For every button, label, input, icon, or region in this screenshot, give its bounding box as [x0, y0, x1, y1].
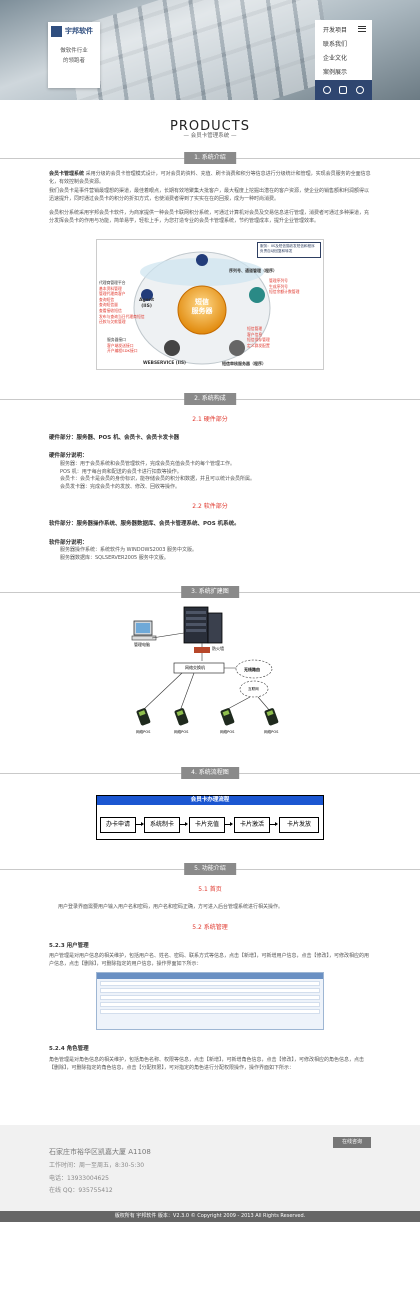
software-title: 2.2 软件部分: [192, 503, 228, 510]
network-graphic: [131, 606, 279, 726]
footer: 石家庄市裕华区凯嘉大厦 A1108 工作时间：周一至周五，8:30-5:30 电…: [0, 1125, 420, 1211]
software-line: 软件部分：服务器操作系统、服务器数据库、会员卡管理系统、POS 机系统。: [49, 521, 240, 527]
sms-audit-function-list: 短信管理 客户信息 短信保存管理 定义群发配置: [247, 326, 270, 348]
page-title: PRODUCTS: [170, 119, 250, 134]
software-desc: 服务器操作系统：系统软件为 WINDOWS2003 服务中文版。 服务器数据库：…: [60, 547, 197, 561]
function-title-system: 5.2 系统管理: [192, 924, 228, 931]
serial-function-list: 管理序列号 生成序列号 短信余额计数管理: [269, 278, 300, 295]
flow-step-5: 卡片发放: [279, 817, 319, 833]
page-subtitle: — 会员卡管理系统 —: [183, 133, 237, 139]
user-mgmt-title: 5.2.3 用户管理: [49, 943, 89, 949]
qq-icon[interactable]: [355, 86, 364, 94]
footer-qq: 在线 QQ：935755412: [49, 1187, 113, 1194]
screenshot-toolbar: [97, 973, 323, 979]
logo-icon: [51, 25, 62, 37]
intro-paragraph-1: 会员卡管理系统 采用分级的会员卡管理模式设计，可对会员的资料、充值、刷卡消费和积…: [49, 171, 371, 185]
system-architecture-diagram: 短信服务器 服务：IIS及短信猫收发短信和程序负责自动回复和转发 代理商管理平台…: [96, 239, 324, 370]
screenshot-row: [100, 1002, 320, 1007]
user-mgmt-text: 用户管理是对用户信息的相关维护，包括用户名、姓名、密码、联系方式等信息，点击【新…: [49, 953, 370, 967]
serial-channel-label: 序列号、通道管理（程序）: [229, 268, 277, 273]
weibo-icon[interactable]: [323, 86, 332, 94]
diagram-note: 服务：IIS及短信猫收发短信和程序负责自动回复和转发: [257, 242, 321, 258]
sms-server-label: 短信服务器: [191, 298, 213, 315]
firewall-label: 防火墙: [212, 646, 224, 651]
nav-item-culture[interactable]: 企业文化: [323, 55, 348, 62]
software-desc-title: 软件部分说明：: [49, 540, 88, 546]
flow-step-3: 卡片充值: [189, 817, 225, 833]
webservice-function-list: 服务器接口 客户端发送接口 开户编程SDK接口: [107, 337, 138, 354]
webservice-label: WEBSERVICE (IIS): [143, 361, 187, 366]
architecture-graphic: [133, 251, 271, 365]
social-bar: [315, 80, 372, 100]
section-bar-composition: 2. 系统构成: [0, 393, 420, 405]
footer-phone: 电话：13933004625: [49, 1175, 109, 1182]
flow-step-1: 办卡申请: [100, 817, 136, 833]
pos-label-2: 网络POS: [174, 730, 189, 734]
footer-address: 石家庄市裕华区凯嘉大厦 A1108: [49, 1148, 151, 1156]
wechat-icon[interactable]: [339, 86, 348, 94]
switch-label: 网络交换机: [185, 665, 205, 670]
flow-step-4: 卡片激活: [234, 817, 270, 833]
screenshot-row: [100, 988, 320, 993]
keyboard-background: [67, 0, 333, 100]
role-mgmt-text: 角色管理是对角色信息的相关维护，包括角色名称、权限等信息，点击【新增】，可新增角…: [49, 1057, 365, 1071]
logo[interactable]: 宇邦软件 做软件行业 的领跑者: [48, 22, 100, 88]
flow-arrow: [136, 822, 144, 826]
section-bar-flow: 4. 系统流程图: [0, 767, 420, 779]
pos-label-4: 网络POS: [264, 730, 279, 734]
agent-label: Agent(IIS): [139, 298, 155, 309]
nav-item-cases[interactable]: 案例展示: [323, 69, 348, 76]
online-consult-button[interactable]: 在线咨询: [333, 1137, 371, 1148]
pc-label: 管理电脑: [134, 642, 150, 647]
hardware-desc: 服务器：用于会员系统和会员管理软件，完成会员充值会员卡的每个管理工作。 POS …: [60, 461, 256, 490]
role-mgmt-title: 5.2.4 角色管理: [49, 1046, 89, 1052]
section-bar-network: 3. 系统扩建图: [0, 586, 420, 598]
router-label: 无线路由: [244, 667, 260, 672]
user-mgmt-screenshot: [96, 972, 324, 1030]
screenshot-row: [100, 1009, 320, 1014]
section-bar-intro: 1. 系统介绍: [0, 152, 420, 164]
network-diagram: 管理电脑 防火墙 网络交换机 无线路由 互联网 网络POS 网络POS 网络PO…: [130, 603, 290, 765]
screenshot-row: [100, 995, 320, 1000]
sms-audit-label: 短信审核服务器（程序）: [222, 361, 266, 366]
function-title-home: 5.1 首页: [198, 886, 222, 893]
flow-arrow: [270, 822, 278, 826]
copyright-bar: 版权所有 宇邦软件 版本：V2.3.0 © Copyright 2009 - 2…: [0, 1211, 420, 1222]
footer-hours: 工作时间：周一至周五，8:30-5:30: [49, 1162, 145, 1169]
hardware-title: 2.1 硬件部分: [192, 416, 228, 423]
screenshot-row: [100, 981, 320, 986]
section-bar-functions: 5. 功能介绍: [0, 863, 420, 875]
flow-chart: 会员卡办理流程 办卡申请 系统制卡 卡片充值 卡片激活 卡片发放: [96, 795, 324, 840]
hardware-desc-title: 硬件部分说明：: [49, 453, 88, 459]
cloud-label: 互联网: [248, 687, 259, 691]
pos-label-1: 网络POS: [136, 730, 151, 734]
logo-name: 宇邦软件: [65, 27, 93, 35]
nav-item-contact[interactable]: 联系我们: [323, 41, 348, 48]
flow-title: 会员卡办理流程: [97, 796, 323, 805]
flow-arrow: [180, 822, 188, 826]
menu-icon[interactable]: [358, 26, 366, 32]
hardware-line: 硬件部分：服务器、POS 机、会员卡、会员卡发卡器: [49, 435, 180, 441]
pos-label-3: 网络POS: [220, 730, 235, 734]
agent-function-list: 代理商管理平台 基本资料管理 管理代理商客户 查询短信 查询短信量 查看接收短信…: [99, 280, 145, 325]
function-home-text: 用户登录界面需要用户输入用户名和密码，用户名和密码正确，方可进入后台管理系统进行…: [58, 904, 284, 910]
intro-paragraph-3: 会员积分系统采用宇邦会员卡软件，为商家提供一种会员卡联网积分系统，可通过计算机对…: [49, 210, 370, 224]
logo-slogan: 做软件行业 的领跑者: [60, 48, 88, 64]
intro-paragraph-2: 我们会员卡是事件营销最理想的渠道，最佳着眼点，长期有效地聚集大批客户，最大程度上…: [49, 188, 370, 202]
nav-item-projects[interactable]: 开发项目: [323, 27, 348, 34]
flow-step-2: 系统制卡: [144, 817, 180, 833]
flow-arrow: [225, 822, 233, 826]
